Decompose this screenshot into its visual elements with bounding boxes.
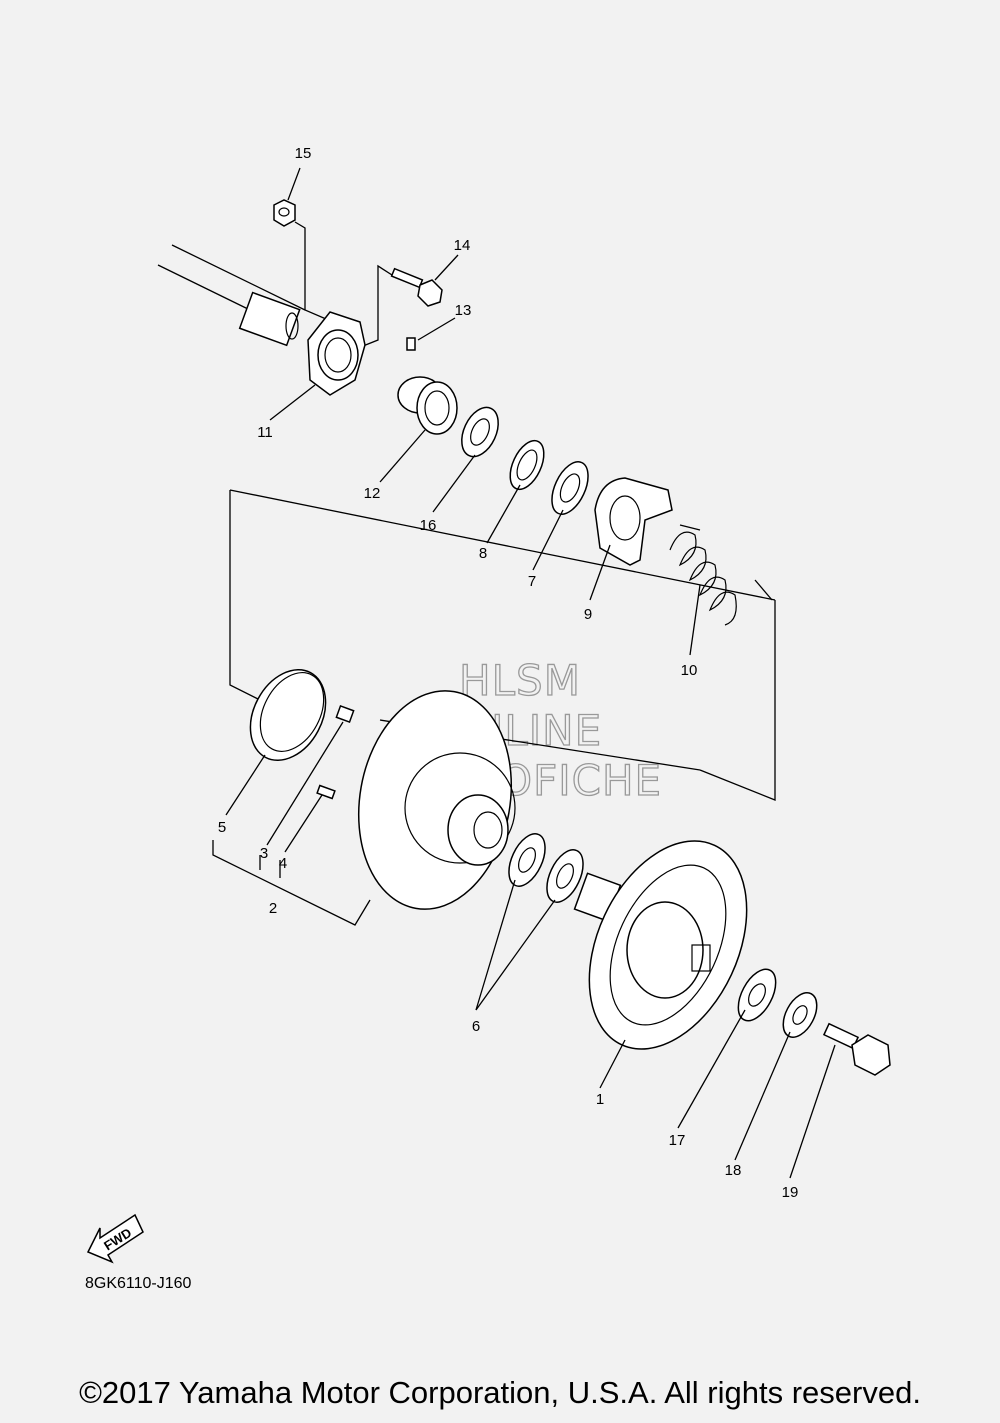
part-4-screw — [316, 784, 336, 800]
label-part-7: 7 — [528, 573, 536, 590]
part-15-nut — [273, 199, 296, 227]
part-labels: 1 2 3 4 5 6 7 8 9 10 11 12 13 14 15 16 1… — [218, 145, 799, 1201]
watermark-line-1: HLSM — [459, 656, 581, 705]
part-19-bolt — [822, 1022, 891, 1076]
label-part-18: 18 — [725, 1162, 742, 1179]
part-12-bearing — [397, 376, 458, 435]
part-11-housing — [238, 291, 366, 396]
part-16-washer — [461, 406, 499, 458]
label-part-16: 16 — [420, 517, 437, 534]
label-part-1: 1 — [596, 1091, 604, 1108]
shaft-axis-lines — [157, 221, 776, 926]
label-part-2: 2 — [269, 900, 277, 917]
label-part-13: 13 — [455, 302, 472, 319]
part-1-spider — [573, 840, 748, 1050]
leader-lines — [225, 167, 836, 1179]
copyright-notice: ©2017 Yamaha Motor Corporation, U.S.A. A… — [79, 1375, 921, 1410]
fwd-arrow-icon: FWD — [86, 1213, 144, 1264]
label-part-8: 8 — [479, 545, 487, 562]
label-part-9: 9 — [584, 606, 592, 623]
part-2-sheave — [357, 690, 516, 910]
part-9-cam — [594, 477, 673, 566]
part-10-spring — [669, 524, 773, 626]
part-6-washers — [508, 833, 584, 903]
part-5-ring — [249, 668, 327, 762]
part-14-bolt — [390, 267, 443, 307]
label-part-11: 11 — [257, 424, 273, 441]
label-part-17: 17 — [669, 1132, 686, 1149]
label-part-3: 3 — [260, 845, 268, 862]
label-part-4: 4 — [279, 855, 287, 872]
label-part-6: 6 — [472, 1018, 480, 1035]
label-part-10: 10 — [681, 662, 698, 679]
label-part-15: 15 — [295, 145, 312, 162]
part-7-spline-washer — [551, 461, 589, 515]
label-part-19: 19 — [782, 1184, 799, 1201]
diagram-code: 8GK6110-J160 — [85, 1275, 192, 1292]
part-3-screw — [335, 705, 355, 723]
part-18-washer — [782, 992, 818, 1038]
label-part-5: 5 — [218, 819, 226, 836]
part-17-washer — [737, 968, 777, 1022]
label-part-14: 14 — [454, 237, 471, 254]
part-8-ring-nut — [509, 439, 545, 491]
part-13-screw — [406, 337, 416, 351]
label-part-12: 12 — [364, 485, 381, 502]
